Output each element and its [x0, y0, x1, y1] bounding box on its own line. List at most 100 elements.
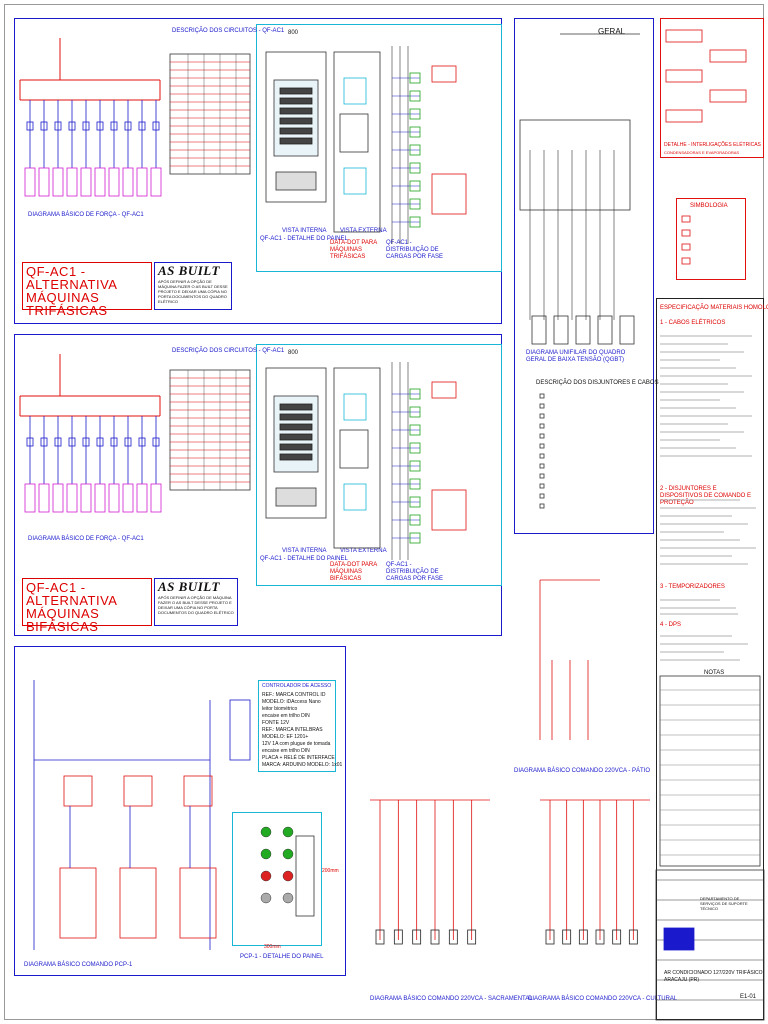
dist-load	[409, 406, 421, 418]
dist-load	[409, 514, 421, 526]
access-detail-line: PLACA + RELÉ DE INTERFACE	[262, 755, 335, 761]
dist-load	[409, 442, 421, 454]
relay-group	[183, 775, 213, 807]
mid-detail-label: QF-AC1 - DETALHE DO PAINEL	[260, 556, 348, 562]
legend-title: SIMBOLOGIA	[690, 203, 728, 209]
top-asbuilt-box	[154, 262, 232, 310]
command-coil	[595, 929, 605, 945]
qgbt-box	[519, 119, 631, 211]
pcp-frame	[14, 646, 346, 976]
load-box	[136, 483, 148, 513]
access-detail-line: encaixe em trilho DIN	[262, 748, 310, 754]
mid-circuits-title: DESCRIÇÃO DOS CIRCUITOS - QF-AC1	[172, 348, 285, 354]
detail-unit	[709, 89, 747, 103]
indicator-light	[282, 848, 294, 860]
breaker-symbol	[26, 437, 34, 447]
dist-load	[409, 90, 421, 102]
mid-panel-inner-frame	[256, 344, 502, 586]
access-detail-line: leitor biométrico	[262, 706, 298, 712]
list-bullet	[539, 413, 545, 419]
load-box	[108, 483, 120, 513]
dist-load	[409, 460, 421, 472]
top-detail-label: QF-AC1 - DETALHE DO PAINEL	[260, 236, 348, 242]
command-coil	[448, 929, 458, 945]
breaker-symbol	[96, 437, 104, 447]
logo-mark	[663, 927, 695, 951]
tb-sheet-no: E1-01	[740, 994, 757, 1000]
breaker-symbol	[68, 121, 76, 131]
access-detail-line: MARCA: ARDUINO MODELO: 1x01	[262, 762, 343, 768]
breaker-row	[279, 453, 313, 461]
list-bullet	[539, 433, 545, 439]
access-detail-line: encaixe em trilho DIN	[262, 713, 310, 719]
dist-load	[409, 478, 421, 490]
breaker-row	[279, 443, 313, 451]
pcp-title: DIAGRAMA BÁSICO COMANDO PCP-1	[24, 962, 133, 968]
vent-bottom	[343, 167, 367, 195]
mid-distribution-label: QF-AC1 - DISTRIBUIÇÃO DE CARGAS POR FASE	[386, 562, 444, 582]
load-box	[38, 167, 50, 197]
note-box	[431, 65, 457, 83]
load-box	[80, 483, 92, 513]
specs-notes: NOTAS	[704, 670, 725, 676]
access-detail-line: MODELO: iDAccess Nano	[262, 699, 321, 705]
sacramental-title: DIAGRAMA BÁSICO COMANDO 220VCA - SACRAME…	[370, 996, 533, 1002]
breaker-symbol	[138, 437, 146, 447]
list-bullet	[539, 393, 545, 399]
panel-base	[275, 171, 317, 191]
load-box	[52, 483, 64, 513]
list-bullet	[539, 473, 545, 479]
qgbt-circuit-desc-title: DESCRIÇÃO DOS DISJUNTORES E CABOS	[536, 380, 659, 386]
dist-load	[409, 162, 421, 174]
top-panel-title-box	[22, 262, 152, 310]
relay-group	[63, 775, 93, 807]
access-title: CONTROLADOR DE ACESSO	[262, 683, 332, 689]
breaker-symbol	[110, 121, 118, 131]
load-box	[24, 483, 36, 513]
dist-load	[409, 424, 421, 436]
command-coil	[375, 929, 385, 945]
load-box	[136, 167, 148, 197]
mid-asbuilt: AS BUILT	[158, 579, 220, 594]
load-box	[122, 483, 134, 513]
specs-title: ESPECIFICAÇÃO MATERIAIS HOMOLOGADOS	[660, 305, 768, 311]
qgbt-load	[575, 315, 591, 345]
dist-load	[409, 108, 421, 120]
mid-view-internal: VISTA INTERNA	[282, 548, 327, 554]
qgbt-load	[531, 315, 547, 345]
dist-load	[409, 144, 421, 156]
load-box	[150, 483, 162, 513]
load-box	[66, 167, 78, 197]
top-view-external: VISTA EXTERNA	[340, 228, 387, 234]
notes-table	[659, 675, 761, 867]
tb-project: AR CONDICIONADO 127/220V TRIFÁSICO	[664, 970, 763, 976]
access-detail-line: MODELO: EF 1201+	[262, 734, 309, 740]
breaker-row	[279, 127, 313, 135]
circuit-table	[169, 369, 251, 491]
qgbt-general-label: GERAL	[598, 27, 626, 36]
mid-diagram-title: DIAGRAMA BÁSICO DE FORÇA - QF-AC1	[28, 536, 144, 542]
dist-load	[409, 216, 421, 228]
panel-external	[333, 367, 381, 549]
relay-group	[123, 775, 153, 807]
specs-s1: 1 - CABOS ELÉTRICOS	[660, 320, 726, 326]
pcp-panel-detail	[232, 812, 322, 946]
top-diagram-title: DIAGRAMA BÁSICO DE FORÇA - QF-AC1	[28, 212, 144, 218]
breaker-symbol	[124, 121, 132, 131]
top-machines-label: DATA-DOT PARA MÁQUINAS TRIFÁSICAS	[330, 240, 377, 260]
patio-title: DIAGRAMA BÁSICO COMANDO 220VCA - PÁTIO	[514, 768, 651, 774]
specs-frame	[656, 298, 764, 1020]
command-coil	[562, 929, 572, 945]
list-bullet	[539, 403, 545, 409]
breaker-symbol	[40, 121, 48, 131]
list-bullet	[539, 503, 545, 509]
contact-group	[59, 867, 97, 939]
note-box	[431, 489, 467, 531]
breaker-row	[279, 107, 313, 115]
indicator-light	[260, 892, 272, 904]
mid-view-external: VISTA EXTERNA	[340, 548, 387, 554]
command-coil	[467, 929, 477, 945]
dist-load	[409, 532, 421, 544]
top-dimension: 800	[288, 30, 299, 36]
